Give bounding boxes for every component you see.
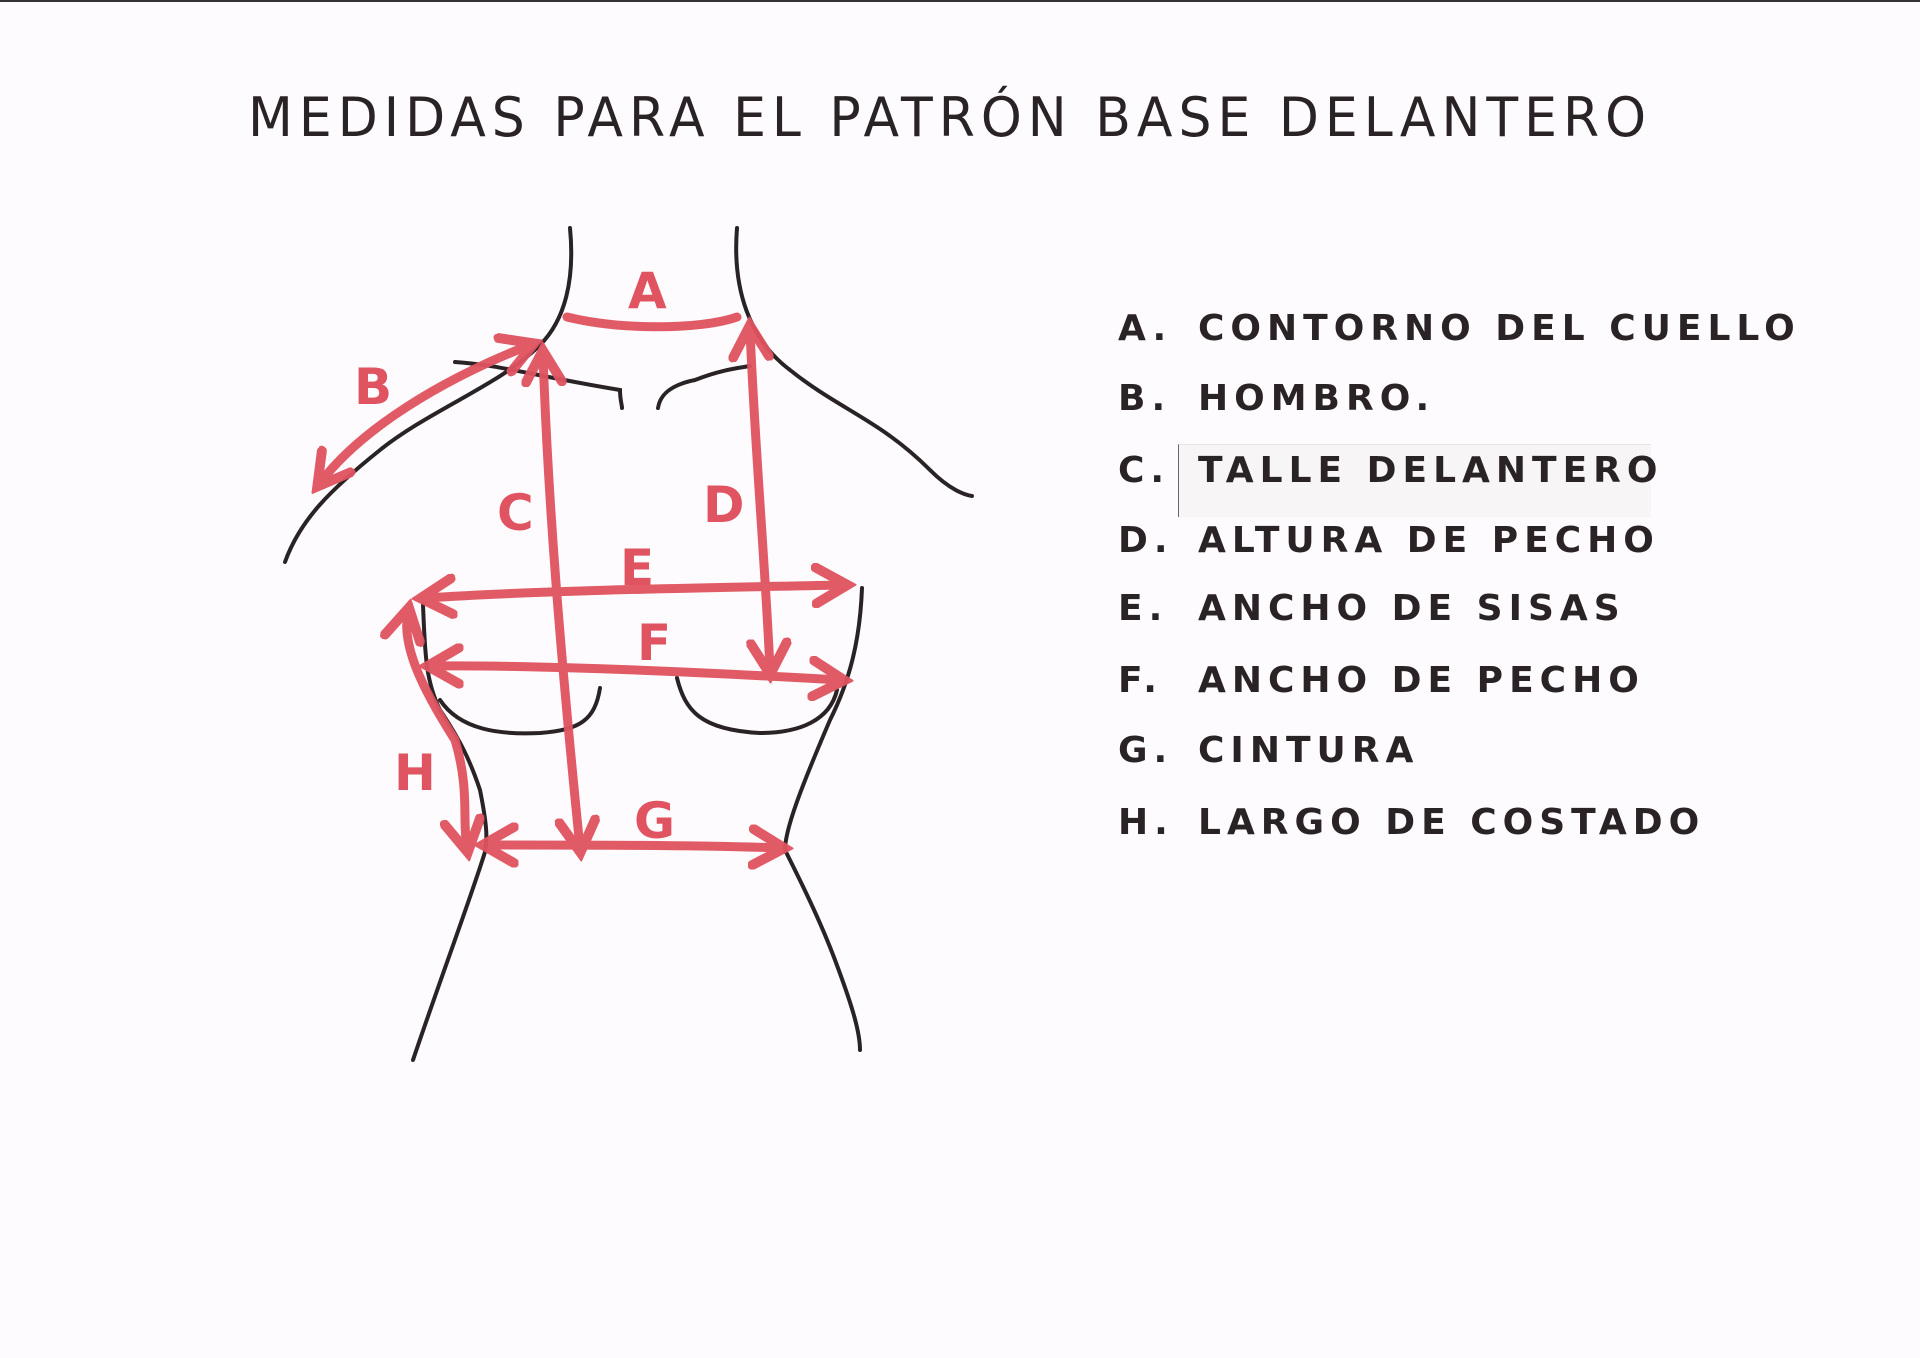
- legend-key: B.: [1118, 378, 1172, 419]
- legend-label: TALLE DELANTERO: [1198, 450, 1664, 491]
- legend-item-b: B. HOMBRO.: [1118, 378, 1435, 419]
- legend-item-h: H. LARGO DE COSTADO: [1118, 802, 1705, 843]
- measure-B: [320, 345, 530, 483]
- measurement-lines: [320, 312, 843, 848]
- measure-F: [432, 666, 840, 680]
- legend-item-f: F. ANCHO DE PECHO: [1118, 660, 1645, 701]
- scan-edge: [0, 0, 1920, 2]
- measure-C: [543, 355, 580, 848]
- legend-label: HOMBRO.: [1198, 378, 1436, 419]
- legend-item-a: A. CONTORNO DEL CUELLO: [1118, 308, 1801, 349]
- label-B: B: [354, 358, 392, 416]
- label-F: F: [637, 614, 671, 672]
- legend-key: F.: [1118, 660, 1163, 701]
- measure-G: [487, 845, 780, 848]
- legend-key: C.: [1118, 450, 1171, 491]
- measure-H: [407, 612, 467, 848]
- legend-item-e: E. ANCHO DE SISAS: [1118, 588, 1626, 629]
- measure-A: [562, 312, 742, 332]
- legend-label: ANCHO DE SISAS: [1198, 588, 1626, 629]
- label-D: D: [703, 476, 745, 534]
- legend-label: CONTORNO DEL CUELLO: [1198, 308, 1801, 349]
- measurement-labels: A B C D E F G H: [354, 262, 745, 850]
- label-C: C: [497, 484, 534, 542]
- measure-E: [425, 585, 843, 598]
- legend-item-c: C. TALLE DELANTERO: [1118, 450, 1664, 491]
- highlight-box: [1178, 444, 1651, 517]
- legend-key: E.: [1118, 588, 1169, 629]
- legend-label: ANCHO DE PECHO: [1198, 660, 1645, 701]
- label-E: E: [620, 539, 654, 597]
- legend-item-g: G. CINTURA: [1118, 730, 1419, 771]
- measure-D: [750, 330, 770, 670]
- legend-label: LARGO DE COSTADO: [1198, 802, 1706, 843]
- legend-key: H.: [1118, 802, 1174, 843]
- legend-item-d: D. ALTURA DE PECHO: [1118, 520, 1660, 561]
- legend-key: D.: [1118, 520, 1174, 561]
- label-H: H: [394, 744, 436, 802]
- legend-label: CINTURA: [1198, 730, 1420, 771]
- legend-key: A.: [1118, 308, 1173, 349]
- legend-key: G.: [1118, 730, 1174, 771]
- legend-label: ALTURA DE PECHO: [1198, 520, 1660, 561]
- page-title: MEDIDAS PARA EL PATRÓN BASE DELANTERO: [248, 86, 1653, 150]
- label-G: G: [634, 792, 675, 850]
- body-outline: [283, 226, 974, 1062]
- label-A: A: [628, 262, 667, 320]
